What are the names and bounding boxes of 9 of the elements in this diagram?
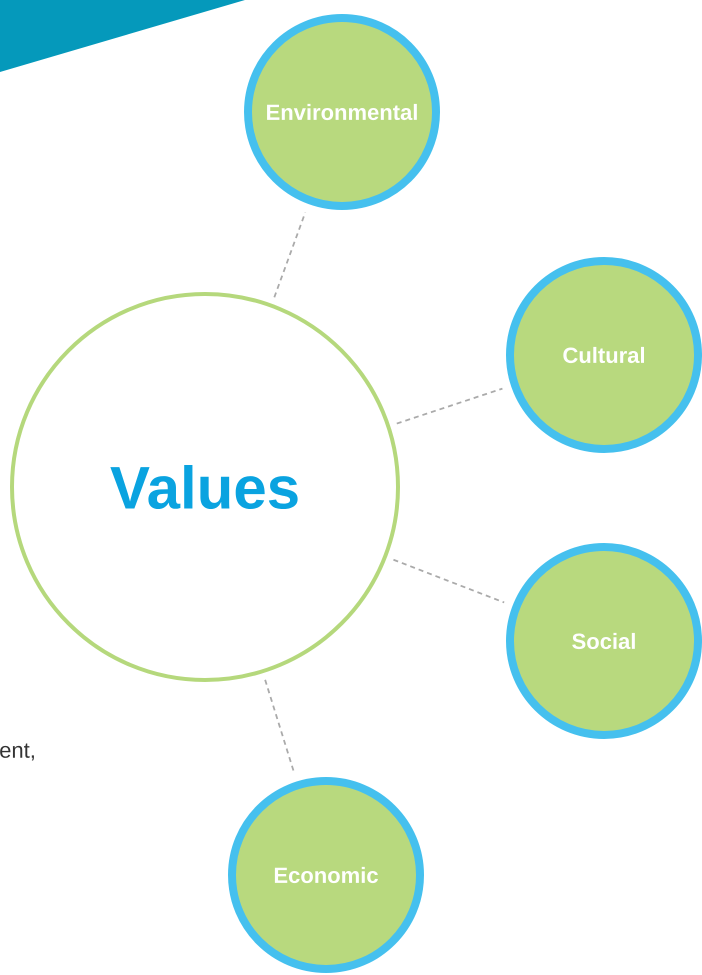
text-fragment: ent, (0, 743, 34, 760)
circle-node: Economic (228, 777, 424, 973)
dashed-line (264, 680, 296, 774)
dashed-line (396, 388, 503, 424)
circle-node: Cultural (506, 257, 702, 453)
circle-node: Environmental (244, 14, 440, 210)
dashed-line (393, 558, 504, 604)
dashed-line (273, 212, 306, 298)
circle-node: Social (506, 543, 702, 739)
